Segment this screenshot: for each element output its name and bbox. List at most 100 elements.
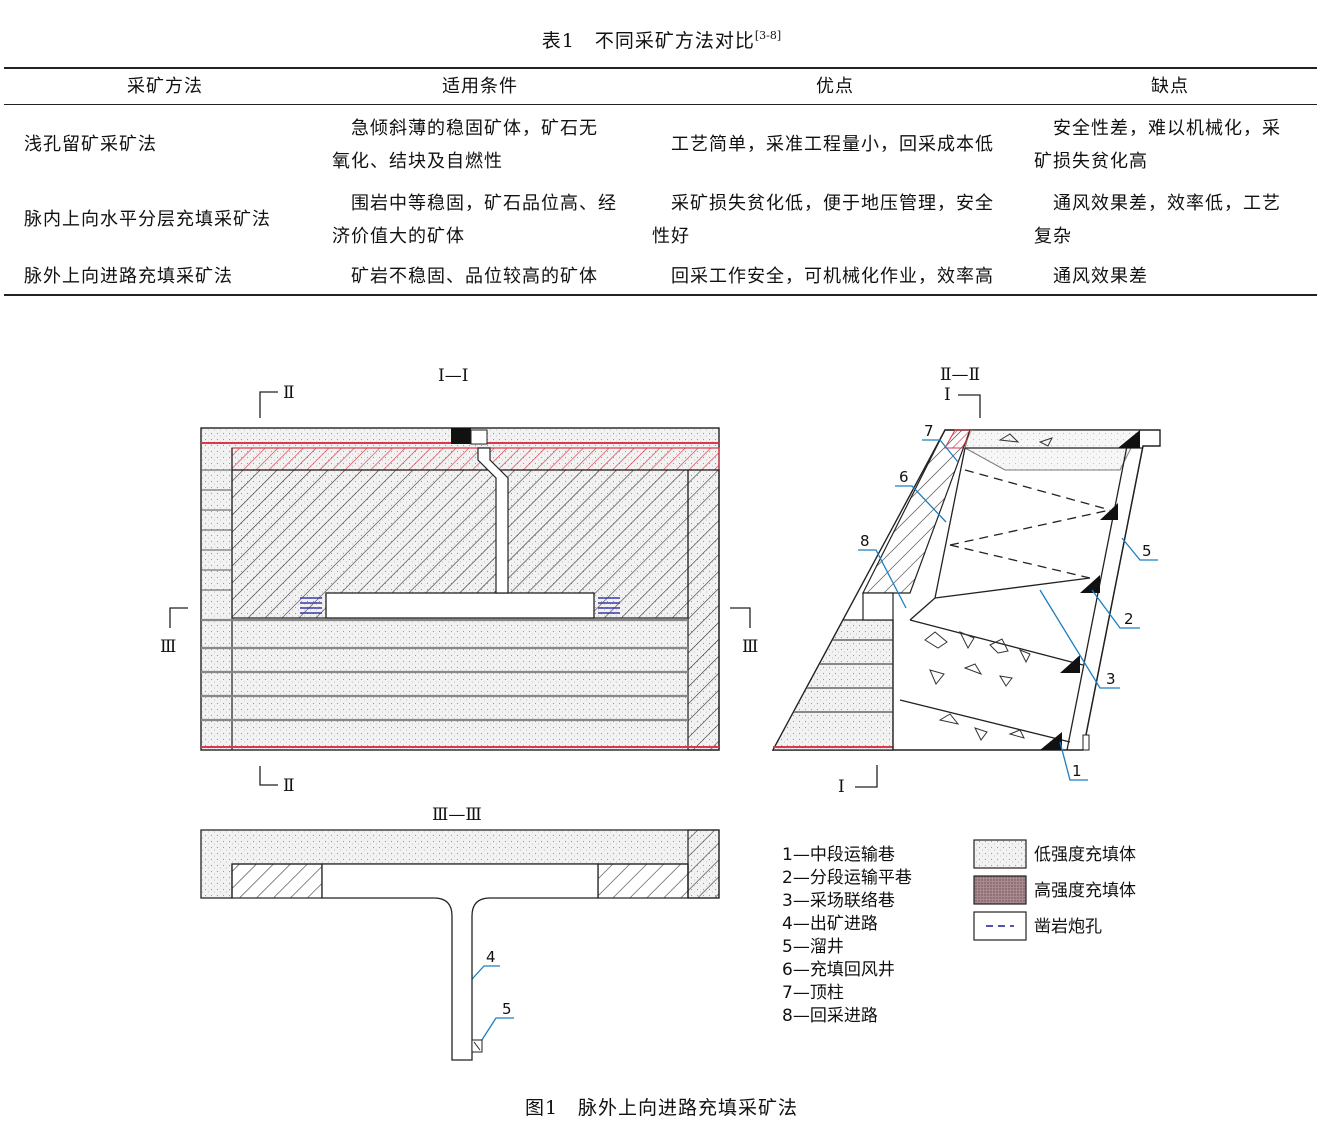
section-mark-bottom-2-label: Ⅱ bbox=[283, 776, 295, 796]
figure-caption: 图1 脉外上向进路充填采矿法 bbox=[524, 1097, 799, 1119]
row3-method: 脉外上向进路充填采矿法 bbox=[24, 266, 233, 287]
row1-condition-line1: 急倾斜薄的稳固矿体，矿石无 bbox=[332, 118, 598, 139]
callout-8: 8 bbox=[860, 532, 870, 550]
legend-item-7: 7—顶柱 bbox=[782, 983, 844, 1003]
right-wall-hatch bbox=[687, 469, 720, 751]
section-mark-bottom-1 bbox=[855, 765, 878, 788]
section-mark-right-3-label: Ⅲ bbox=[742, 637, 758, 657]
legend-item-5: 5—溜井 bbox=[782, 937, 844, 957]
header-condition: 适用条件 bbox=[442, 76, 518, 97]
raise-collar-dark bbox=[451, 428, 471, 444]
stope-lines bbox=[892, 445, 1144, 751]
row2-condition-line2: 济价值大的矿体 bbox=[332, 226, 465, 247]
symbol-legend: 低强度充填体 高强度充填体 凿岩炮孔 bbox=[973, 839, 1136, 941]
legend-item-1: 1—中段运输巷 bbox=[782, 845, 895, 865]
table-header-rule bbox=[4, 104, 1317, 105]
loading-drift bbox=[321, 863, 599, 1061]
ventilation-raise bbox=[477, 447, 509, 594]
callout-4: 4 bbox=[486, 948, 496, 966]
access-drift bbox=[862, 592, 894, 621]
callout-line-5 bbox=[1121, 537, 1158, 561]
table-caption: 表1 不同采矿方法对比[3-8] bbox=[0, 26, 1323, 53]
left-column-steps bbox=[201, 469, 232, 591]
section-1-1: Ⅰ—Ⅰ Ⅱ Ⅱ Ⅲ Ⅲ bbox=[160, 366, 758, 796]
section-mark-bottom-1-label: Ⅰ bbox=[838, 777, 845, 797]
legend-item-8: 8—回采进路 bbox=[782, 1006, 878, 1026]
callout-line-1 bbox=[1059, 741, 1088, 781]
legend-item-2: 2—分段运输平巷 bbox=[782, 868, 912, 888]
legend-swatch-high-strength bbox=[973, 875, 1027, 905]
row2-cons-line1: 通风效果差，效率低，工艺 bbox=[1034, 193, 1281, 214]
section-mark-top-1-label: Ⅰ bbox=[944, 385, 951, 405]
header-method: 采矿方法 bbox=[127, 76, 203, 97]
plan-wall-hatch bbox=[687, 829, 720, 899]
table-caption-ref: [3-8] bbox=[754, 29, 782, 42]
section-mark-left-3 bbox=[169, 607, 188, 628]
drift-symbols bbox=[1040, 430, 1140, 750]
plan-left-hatch bbox=[231, 863, 323, 899]
callout-line-3 bbox=[1039, 589, 1120, 689]
table-top-rule bbox=[4, 67, 1317, 69]
callout-6: 6 bbox=[899, 468, 909, 486]
legend-swatch-low-strength bbox=[973, 839, 1027, 869]
raise-collar bbox=[470, 429, 488, 445]
callout-line-8 bbox=[858, 549, 907, 609]
section-mark-top-1 bbox=[958, 394, 981, 418]
callout-line-7 bbox=[922, 439, 959, 463]
legend-item-6: 6—充填回风井 bbox=[782, 960, 895, 980]
row1-condition-line2: 氧化、结块及自燃性 bbox=[332, 151, 503, 172]
filled-layer-lines bbox=[201, 618, 688, 722]
callout-2: 2 bbox=[1124, 610, 1134, 628]
stope-drift bbox=[325, 592, 595, 619]
table-bottom-rule bbox=[4, 294, 1317, 296]
row2-condition-line1: 围岩中等稳固，矿石品位高、经 bbox=[332, 193, 617, 214]
broken-ore bbox=[924, 433, 1053, 741]
section-mark-left-3-label: Ⅲ bbox=[160, 637, 176, 657]
drill-holes bbox=[949, 469, 1111, 579]
legend-item-3: 3—采场联络巷 bbox=[782, 891, 895, 911]
callout-7: 7 bbox=[924, 422, 934, 440]
upper-rock-zone bbox=[964, 429, 1141, 471]
legend-item-4: 4—出矿进路 bbox=[782, 914, 878, 934]
row1-cons-line1: 安全性差，难以机械化，采 bbox=[1034, 118, 1281, 139]
row2-cons-line2: 复杂 bbox=[1034, 226, 1072, 247]
row2-pros-line2: 性好 bbox=[652, 226, 690, 247]
section-mark-top-2 bbox=[259, 391, 278, 418]
row2-pros-line1: 采矿损失贫化低，便于地压管理，安全 bbox=[652, 193, 994, 214]
header-pros: 优点 bbox=[816, 76, 854, 97]
section-3-3: Ⅲ—Ⅲ bbox=[200, 805, 720, 1061]
legend-drill-hole: 凿岩炮孔 bbox=[1034, 917, 1102, 937]
callout-1: 1 bbox=[1072, 762, 1082, 780]
row1-method: 浅孔留矿采矿法 bbox=[24, 134, 157, 155]
drift-end bbox=[1082, 734, 1090, 751]
callout-line-6 bbox=[895, 485, 947, 523]
numbered-legend: 1—中段运输巷 2—分段运输平巷 3—采场联络巷 4—出矿进路 5—溜井 6—充… bbox=[782, 845, 912, 1026]
callout-line-2 bbox=[1091, 589, 1140, 629]
section-mark-top-2-label: Ⅱ bbox=[283, 383, 295, 403]
callout-line-5b bbox=[477, 1017, 514, 1047]
legend-low-strength: 低强度充填体 bbox=[1034, 845, 1136, 865]
row3-condition-line1: 矿岩不稳固、品位较高的矿体 bbox=[332, 266, 598, 287]
row1-pros-line1: 工艺简单，采准工程量小，回采成本低 bbox=[652, 134, 994, 155]
row1-cons-line2: 矿损失贫化高 bbox=[1034, 151, 1148, 172]
callout-5: 5 bbox=[1142, 542, 1152, 560]
callouts bbox=[463, 439, 1158, 1047]
blast-charge-left bbox=[300, 597, 322, 614]
section-3-3-label: Ⅲ—Ⅲ bbox=[432, 805, 482, 825]
row3-cons-line1: 通风效果差 bbox=[1034, 266, 1148, 287]
top-pillar-band bbox=[231, 447, 720, 471]
section-2-2-label: Ⅱ—Ⅱ bbox=[940, 365, 980, 385]
callout-5-plan: 5 bbox=[502, 1000, 512, 1018]
section-2-2: Ⅱ—Ⅱ Ⅰ Ⅰ bbox=[771, 365, 1161, 797]
table-caption-text: 表1 不同采矿方法对比 bbox=[541, 30, 755, 52]
lower-fill-layers bbox=[794, 639, 893, 713]
row2-method: 脉内上向水平分层充填采矿法 bbox=[24, 209, 271, 230]
section-mark-bottom-2 bbox=[259, 766, 278, 786]
section-mark-right-3 bbox=[730, 607, 751, 628]
callout-3: 3 bbox=[1106, 670, 1116, 688]
plan-right-hatch bbox=[597, 863, 689, 899]
header-cons: 缺点 bbox=[1151, 76, 1189, 97]
row3-pros-line1: 回采工作安全，可机械化作业，效率高 bbox=[652, 266, 994, 287]
blast-charge-right bbox=[598, 597, 620, 614]
